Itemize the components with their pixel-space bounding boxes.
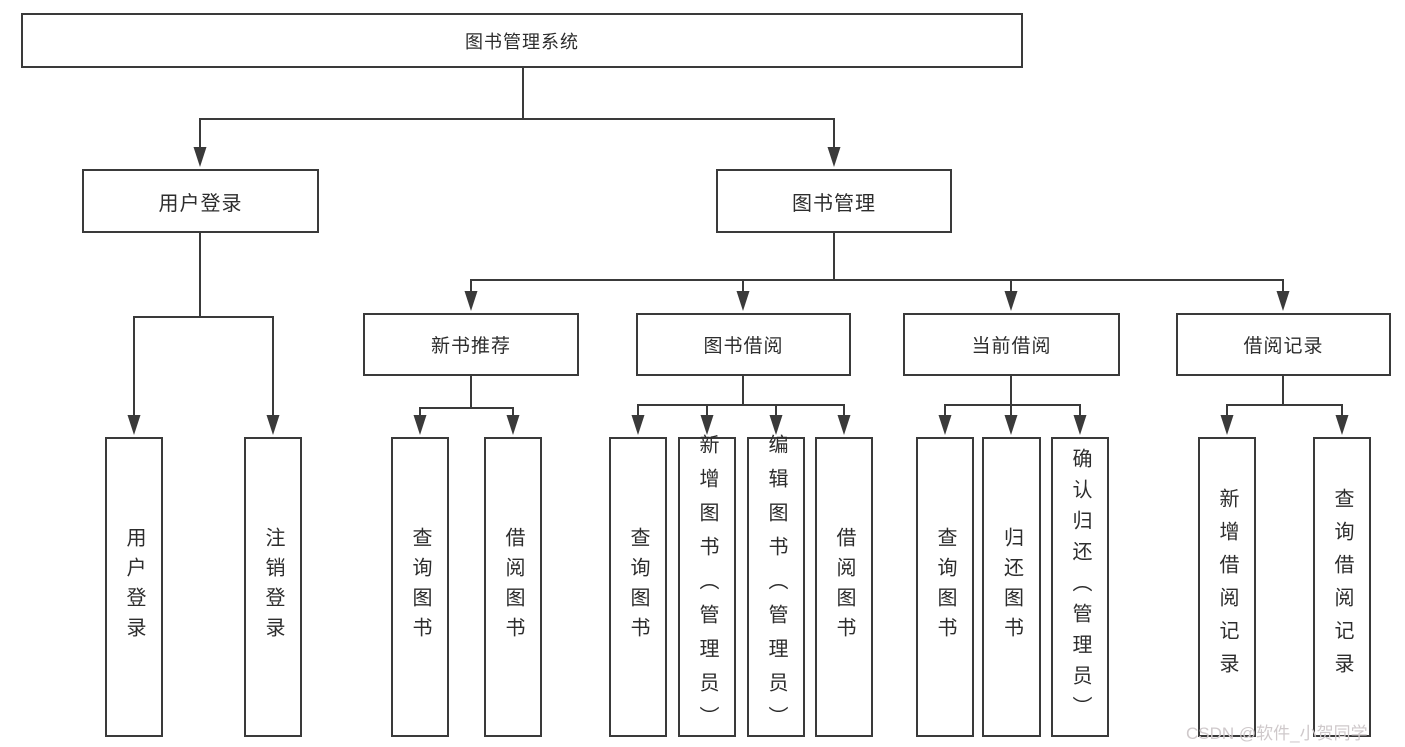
- node-library-management-system: 图书管理系统: [21, 13, 1023, 68]
- leaf-query-books-current: 查询图书: [916, 437, 974, 737]
- node-user-login: 用户登录: [82, 169, 319, 233]
- node-new-book-recommendation: 新书推荐: [363, 313, 579, 376]
- leaf-label: 查询图书: [409, 527, 431, 647]
- node-label: 当前借阅: [971, 336, 1052, 357]
- node-label: 图书管理系统: [465, 31, 579, 52]
- leaf-label: 用户登录: [123, 527, 145, 647]
- leaf-label: 查询图书: [627, 527, 649, 647]
- leaf-logout: 注销登录: [244, 437, 302, 737]
- leaf-label: 查询借阅记录: [1331, 488, 1353, 686]
- leaf-label: 借阅图书: [833, 527, 855, 647]
- leaf-label: 编辑图书（管理员）: [765, 434, 787, 740]
- node-current-borrowing: 当前借阅: [903, 313, 1120, 376]
- leaf-query-books-recommend: 查询图书: [391, 437, 449, 737]
- leaf-label: 确认归还（管理员）: [1069, 447, 1091, 727]
- leaf-label: 注销登录: [262, 527, 284, 647]
- node-label: 图书管理: [792, 192, 876, 215]
- leaf-query-borrow-record: 查询借阅记录: [1313, 437, 1371, 737]
- leaf-label: 新增借阅记录: [1216, 488, 1238, 686]
- leaf-add-book-admin: 新增图书（管理员）: [678, 434, 736, 740]
- leaf-label: 查询图书: [934, 527, 956, 647]
- node-label: 借阅记录: [1243, 336, 1324, 357]
- node-label: 用户登录: [158, 192, 243, 215]
- node-borrowing-records: 借阅记录: [1176, 313, 1391, 376]
- node-book-borrowing: 图书借阅: [636, 313, 851, 376]
- leaf-query-books-borrowing: 查询图书: [609, 437, 667, 737]
- leaf-label: 归还图书: [1000, 527, 1023, 647]
- leaf-user-login: 用户登录: [105, 437, 163, 737]
- csdn-watermark: CSDN @软件_小贺同学: [1186, 724, 1368, 743]
- node-label: 图书借阅: [703, 336, 784, 357]
- leaf-add-borrow-record: 新增借阅记录: [1198, 437, 1256, 737]
- leaf-edit-book-admin: 编辑图书（管理员）: [747, 434, 805, 740]
- leaf-borrow-books-recommend: 借阅图书: [484, 437, 542, 737]
- node-label: 新书推荐: [430, 336, 511, 357]
- leaf-confirm-return-admin: 确认归还（管理员）: [1051, 437, 1109, 737]
- leaf-borrow-books: 借阅图书: [815, 437, 873, 737]
- leaf-label: 新增图书（管理员）: [696, 434, 718, 740]
- node-book-management: 图书管理: [716, 169, 952, 233]
- leaf-return-book: 归还图书: [982, 437, 1041, 737]
- arrowheads: [127, 147, 1349, 435]
- leaf-label: 借阅图书: [502, 527, 524, 647]
